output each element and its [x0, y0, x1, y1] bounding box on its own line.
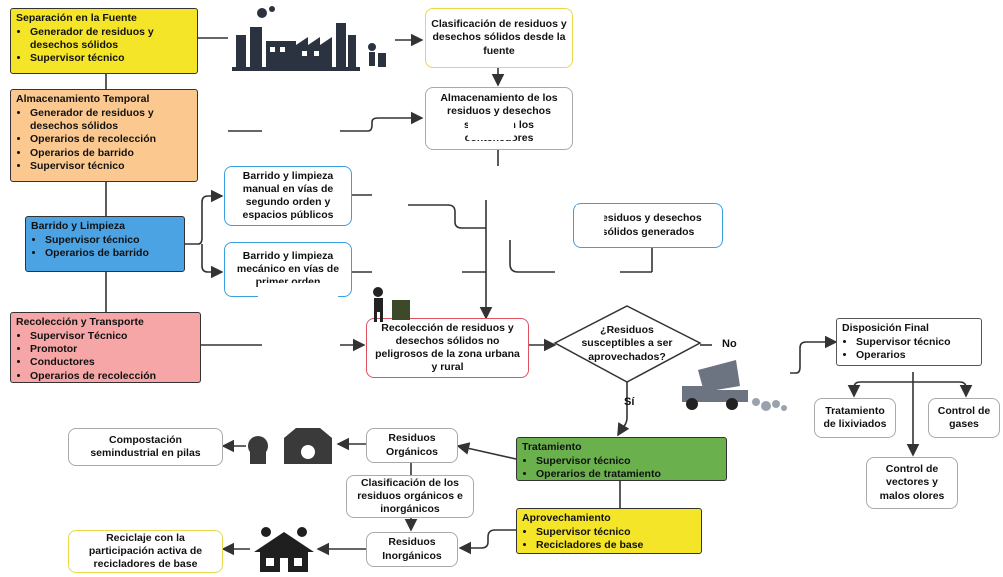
factory-icon	[232, 6, 386, 71]
box-barrido-manual: Barrido y limpieza manual en vías de seg…	[224, 166, 352, 226]
decision-label: ¿Residuos susceptibles a ser aprovechado…	[581, 324, 673, 363]
phase-aprovechamiento: Aprovechamiento Supervisor técnico Recic…	[516, 508, 702, 554]
box-control-gases: Control de gases	[928, 398, 1000, 438]
box-text: Clasificación de residuos y desechos sól…	[431, 18, 567, 57]
phase-item: Operarios de barrido	[30, 147, 192, 160]
phase-item: Supervisor Técnico	[30, 330, 195, 343]
phase-item: Supervisor técnico	[30, 160, 192, 173]
phase-item: Supervisor técnico	[45, 234, 179, 247]
box-text: Clasificación de los residuos orgánicos …	[357, 476, 463, 516]
phase-item: Promotor	[30, 343, 195, 356]
phase-item: Supervisor técnico	[536, 526, 696, 539]
phase-item: Operarios de barrido	[45, 247, 179, 260]
phase-tratamiento: Tratamiento Supervisor técnico Operarios…	[516, 437, 727, 481]
phase-disposicion: Disposición Final Supervisor técnico Ope…	[836, 318, 982, 366]
phase-almacenamiento: Almacenamiento Temporal Generador de res…	[10, 89, 198, 182]
box-text: Tratamiento de lixiviados	[823, 404, 887, 430]
phase-item: Conductores	[30, 356, 195, 369]
dump-truck-icon	[682, 360, 787, 411]
box-text: Residuos Inorgánicos	[382, 536, 442, 562]
compost-icon	[248, 428, 332, 464]
phase-item: Supervisor técnico	[30, 52, 192, 65]
phase-title: Almacenamiento Temporal	[16, 93, 150, 105]
phase-title: Barrido y Limpieza	[31, 220, 125, 232]
phase-item: Operarios de recolección	[30, 133, 192, 146]
box-reciclaje: Reciclaje con la participación activa de…	[68, 530, 223, 573]
box-compostacion: Compostación semindustrial en pilas	[68, 428, 223, 466]
phase-title: Disposición Final	[842, 322, 929, 334]
decision-text: ¿Residuos susceptibles a ser aprovechado…	[570, 322, 684, 366]
recycling-center-icon	[254, 527, 314, 572]
phase-title: Recolección y Transporte	[16, 316, 144, 328]
phase-barrido: Barrido y Limpieza Supervisor técnico Op…	[25, 216, 185, 272]
obscured-area	[468, 116, 514, 140]
phase-item: Supervisor técnico	[536, 455, 721, 468]
box-text: Control de vectores y malos olores	[879, 463, 945, 502]
box-text: Reciclaje con la participación activa de…	[88, 531, 203, 571]
phase-item: Supervisor técnico	[856, 336, 976, 349]
phase-item: Operarios de tratamiento	[536, 468, 721, 481]
phase-item: Generador de residuos y desechos sólidos	[30, 26, 192, 52]
box-lixiviados: Tratamiento de lixiviados	[814, 398, 896, 438]
phase-title: Aprovechamiento	[522, 512, 611, 524]
phase-title: Tratamiento	[522, 441, 582, 453]
box-clasificacion-fuente: Clasificación de residuos y desechos sól…	[425, 8, 573, 68]
box-text: Recolección de residuos y desechos sólid…	[375, 321, 520, 374]
label-no: No	[722, 338, 737, 350]
obscured-area	[258, 283, 338, 299]
obscured-area	[576, 205, 604, 245]
box-residuos-organicos: Residuos Orgánicos	[366, 428, 458, 463]
label-si: Sí	[624, 396, 635, 408]
box-text: Residuos Orgánicos	[386, 432, 438, 458]
box-residuos-inorganicos: Residuos Inorgánicos	[366, 532, 458, 567]
worker-icon	[373, 287, 410, 322]
phase-item: Recicladores de base	[536, 539, 696, 552]
phase-item: Operarios de recolección	[30, 370, 195, 383]
phase-item: Operarios	[856, 349, 976, 362]
box-clasificacion-organicos: Clasificación de los residuos orgánicos …	[346, 475, 474, 518]
box-text: Compostación semindustrial en pilas	[90, 433, 201, 459]
phase-separacion: Separación en la Fuente Generador de res…	[10, 8, 198, 74]
box-text: Barrido y limpieza manual en vías de seg…	[242, 169, 334, 222]
box-control-vectores: Control de vectores y malos olores	[866, 457, 958, 509]
phase-item: Generador de residuos y desechos sólidos	[30, 107, 192, 133]
phase-recoleccion: Recolección y Transporte Supervisor Técn…	[10, 312, 201, 383]
box-text: Residuos y desechos sólidos generados	[594, 212, 702, 238]
box-recoleccion-residuos: Recolección de residuos y desechos sólid…	[366, 318, 529, 378]
phase-title: Separación en la Fuente	[16, 12, 137, 24]
box-text: Control de gases	[937, 404, 991, 430]
